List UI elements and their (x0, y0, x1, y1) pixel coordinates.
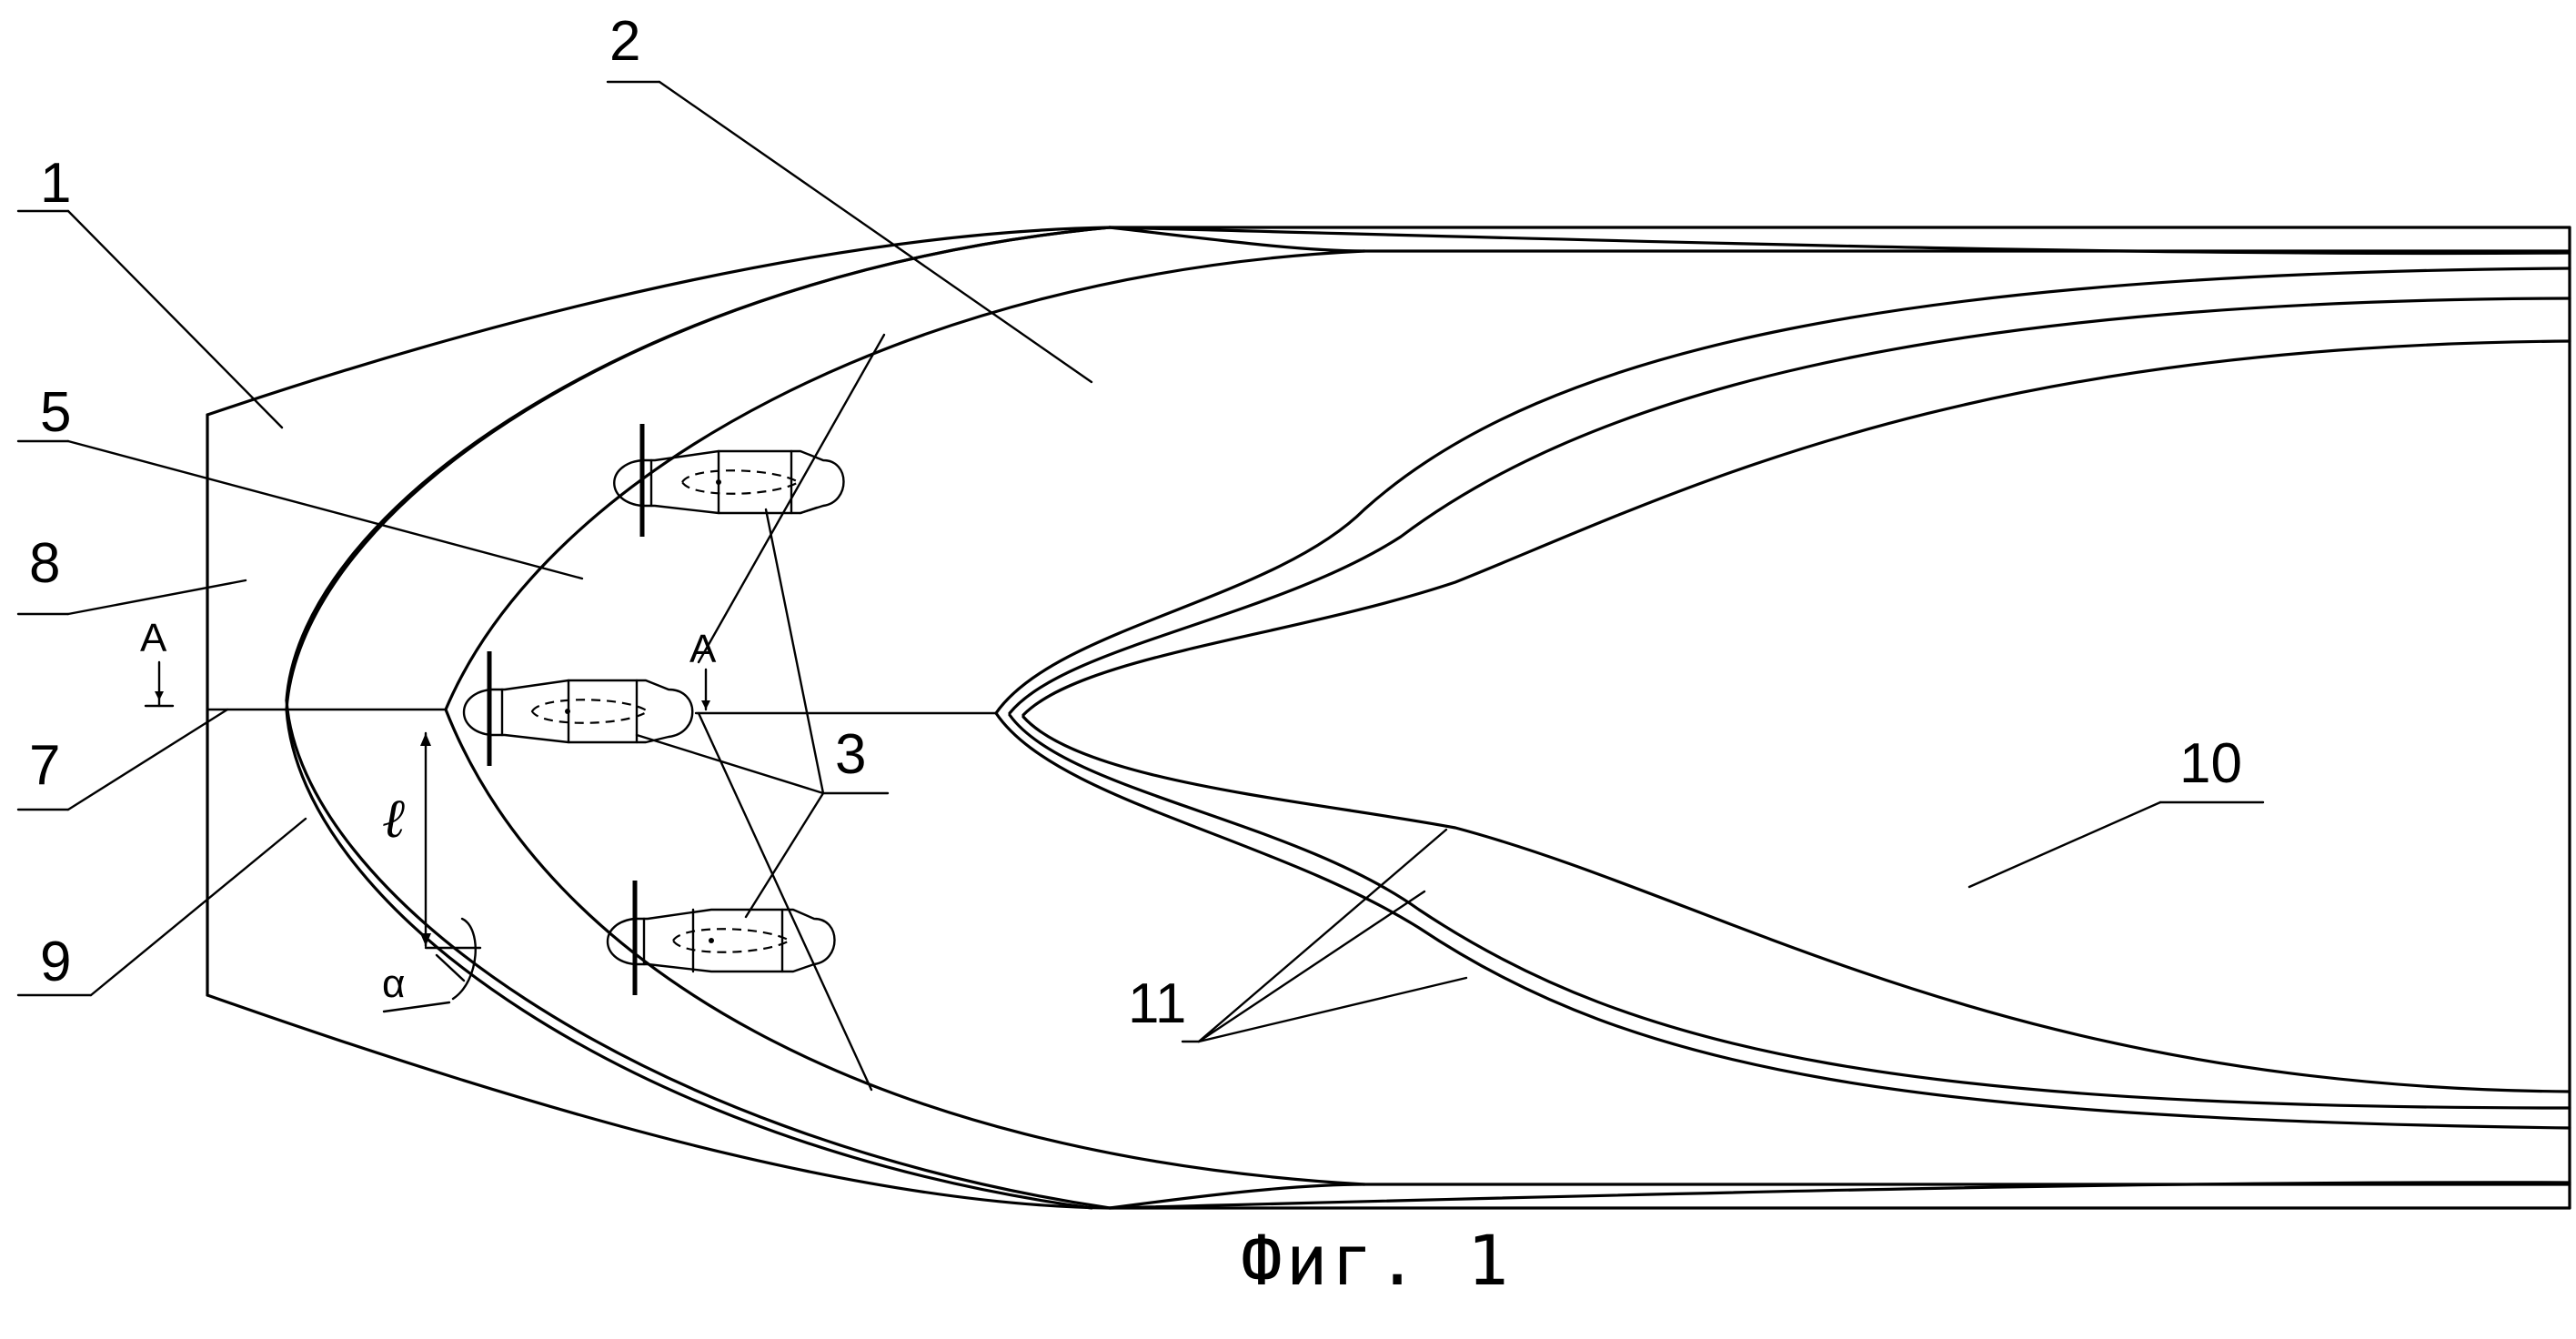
leader-11-b (1197, 890, 1426, 1043)
section-mark-left: A (140, 616, 175, 708)
figure-caption: Фиг. 1 (1241, 1220, 1513, 1301)
section-mark-right: A (689, 627, 717, 711)
strut-line-lower (697, 711, 873, 1092)
hydrofoil-middle (462, 651, 694, 766)
length-symbol: ℓ (382, 789, 405, 849)
foil-inner-upper (680, 469, 801, 495)
angle-alpha: α (382, 917, 477, 1013)
leader-2 (658, 80, 1093, 384)
leader-10 (1967, 800, 2162, 889)
reference-numerals: 1 2 3 5 7 8 9 10 11 (29, 10, 2242, 1035)
leader-lines (16, 80, 2265, 1092)
mid-parabola (444, 249, 1366, 1186)
alpha-symbol: α (382, 961, 405, 1006)
leader-11-a (1197, 828, 1448, 1043)
inner-contour-lower-2 (1108, 1183, 2571, 1210)
rear-curve-lower-2 (1008, 713, 2571, 1110)
section-mark-right-label: A (689, 627, 717, 671)
strut-line-upper (697, 333, 886, 664)
label-1: 1 (40, 152, 71, 215)
leader-3-a (764, 508, 825, 795)
label-7: 7 (29, 734, 60, 797)
rear-curve-lower-1 (994, 711, 2571, 1130)
label-9: 9 (40, 931, 71, 993)
foil-body-lower (606, 908, 836, 973)
rear-curve-upper-3 (1021, 339, 2571, 717)
leader-5 (66, 439, 584, 580)
label-8: 8 (29, 532, 60, 595)
hydrofoil-lower (606, 881, 836, 995)
dimension-length: ℓ (382, 731, 482, 950)
rear-curves (994, 267, 2571, 1130)
leader-1 (66, 209, 284, 429)
nose-curve-outer (285, 226, 1112, 1210)
hydrofoil-upper (613, 424, 845, 537)
label-5: 5 (40, 381, 71, 444)
label-3: 3 (835, 723, 866, 786)
label-10: 10 (2179, 732, 2242, 795)
label-2: 2 (609, 10, 640, 73)
leader-3-b (635, 733, 825, 795)
section-mark-left-label: A (140, 616, 167, 660)
label-11: 11 (1128, 972, 1186, 1035)
rear-curve-upper-2 (1008, 297, 2571, 715)
leader-3-c (744, 791, 825, 919)
hull-lower-contour (206, 993, 2571, 1210)
leader-7 (66, 708, 229, 811)
strut-line-upper-b (799, 506, 819, 515)
inner-contour-upper-2 (1108, 226, 2571, 253)
rear-curve-upper-1 (994, 267, 2571, 715)
hull-upper-contour (206, 226, 2571, 417)
leader-8 (66, 579, 247, 616)
leader-9 (89, 817, 307, 997)
foil-body-middle (462, 679, 694, 744)
foil-inner-lower (671, 928, 792, 953)
hull-outline (206, 226, 2571, 1210)
foil-inner-middle (530, 699, 649, 724)
foil-body-upper (613, 449, 845, 515)
leader-11-c (1197, 976, 1468, 1043)
rear-curve-lower-3 (1021, 715, 2571, 1093)
